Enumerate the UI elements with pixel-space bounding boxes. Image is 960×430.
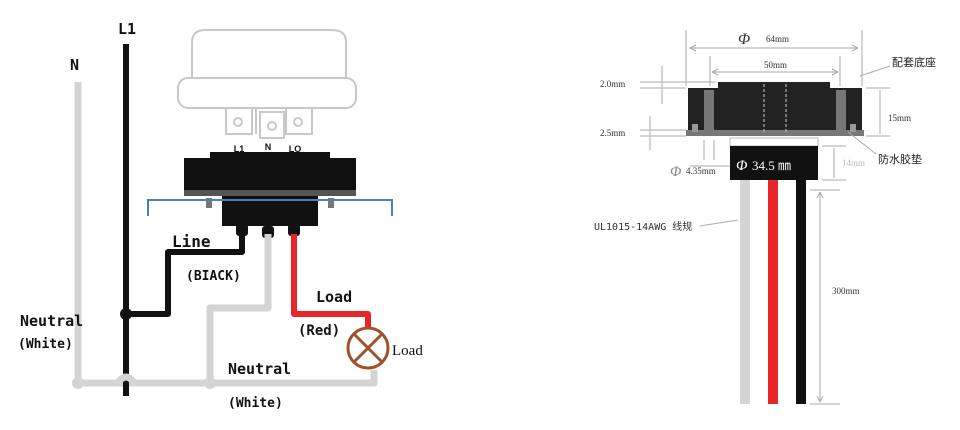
label-neutral-bottom: Neutral [228,360,291,378]
socket-body [184,152,356,238]
photocell-head [177,29,357,139]
label-line-color: (BIACK) [186,269,241,284]
label-neutral-left: Neutral [20,312,83,330]
dimension-lines [640,30,891,405]
dim-inner: 50mm [764,60,787,70]
dim-top-thickness: 2.0mm [600,79,625,89]
junction-line [120,308,132,320]
dim-outer: 64mm [766,34,789,44]
label-lamp: Load [392,343,423,359]
label-load-color: (Red) [298,323,340,339]
dim-outer-symbol: Φ [738,31,750,48]
line-wire [123,44,245,396]
output-wires [740,180,806,404]
label-n: N [70,56,79,74]
label-wire-spec: UL1015-14AWG 线规 [594,220,692,233]
wire-crossover [115,373,137,386]
dim-neck-symbol: Φ [736,158,748,174]
dim-wire-length: 300mm [832,286,860,296]
label-gasket: 防水胶垫 [878,152,922,166]
load-wire [291,234,371,328]
label-line: Line [172,232,211,251]
junction-neutral-mid [204,377,216,389]
lamp-icon [346,326,390,370]
wiring-diagram: L1 N LO [18,20,423,411]
junction-neutral-left [72,377,84,389]
dim-bottom-thickness: 2.5mm [600,128,625,138]
dim-hole: 4.35mm [686,166,716,176]
label-neutral-left-color: (White) [18,337,73,352]
pin-label-l1: L1 [234,144,245,154]
dimension-drawing: Φ 64mm 50mm 2.0mm 2.5mm 15mm 14mm Φ 34.5… [594,30,936,405]
mounting-plate [147,199,393,216]
pin-label-n: N [265,142,272,152]
dim-neck-height: 14mm [842,158,865,168]
label-l1: L1 [118,20,136,38]
base-body [686,82,864,180]
dim-hole-symbol: Φ [670,164,682,180]
dim-height: 15mm [888,113,911,123]
label-base: 配套底座 [892,55,936,69]
label-load-wire: Load [316,288,352,306]
label-neutral-bottom-color: (White) [228,396,283,411]
neutral-wire [74,82,378,387]
pin-label-lo: LO [289,144,302,154]
dim-neck-diameter: 34.5 ㎜ [752,158,791,173]
